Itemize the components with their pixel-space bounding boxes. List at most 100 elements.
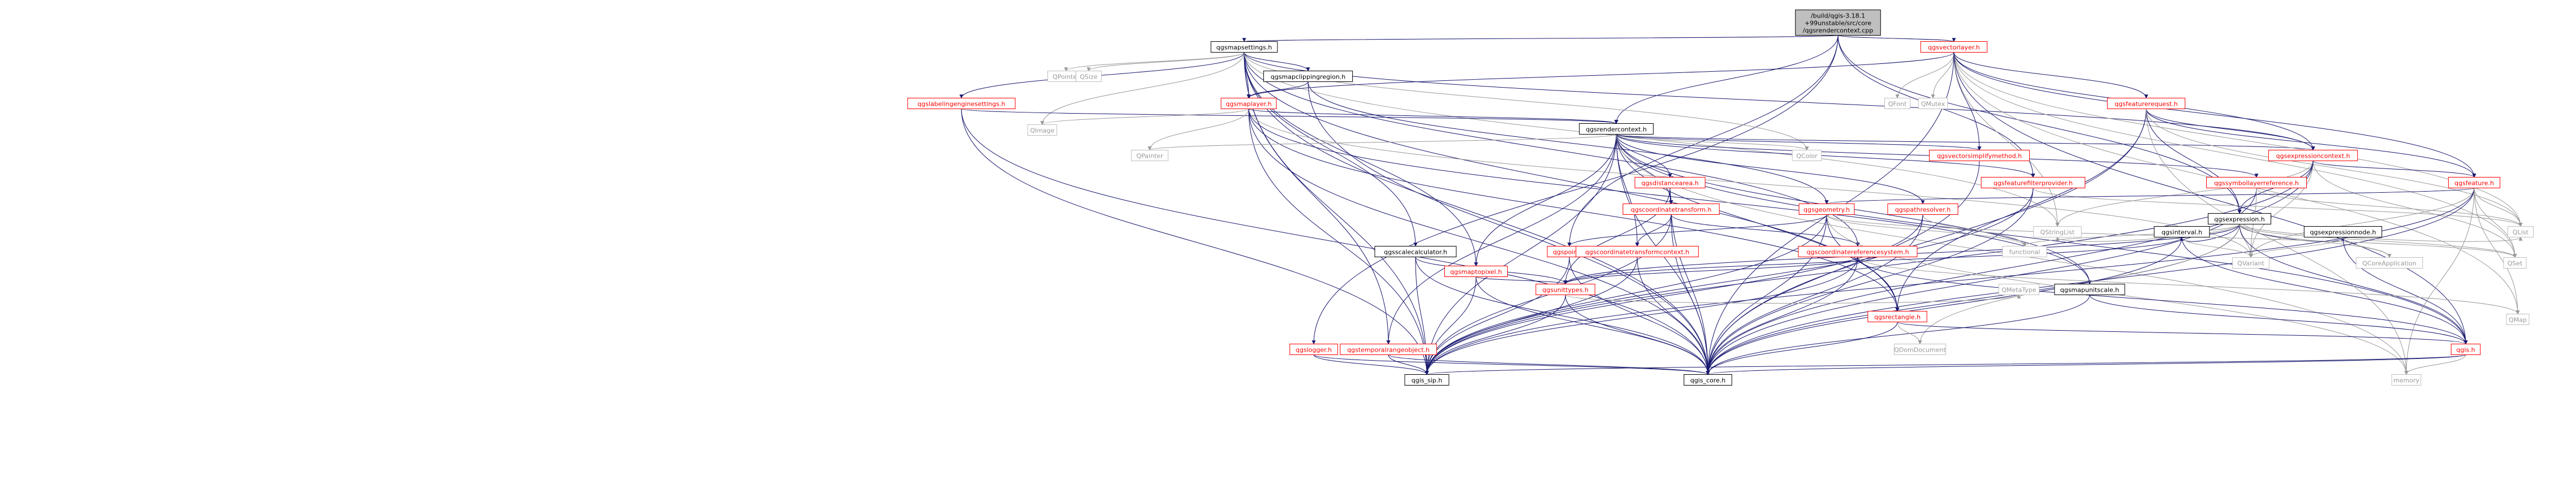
node-qgsmapsettings[interactable]: qgsmapsettings.h [1210, 41, 1278, 53]
node-layer: /build/qgis-3.18.1+99unstable/src/core/q… [907, 10, 2534, 386]
edge-qgslogger-to-qgis_sip [1313, 354, 1429, 375]
node-box [1404, 374, 1449, 386]
edge-qgsmaplayer-to-qgsmapunitscale [1248, 109, 2092, 285]
node-qgis_sip[interactable]: qgis_sip.h [1404, 374, 1449, 386]
node-qgscoordinatereferencesystem[interactable]: qgscoordinatereferencesystem.h [1798, 246, 1918, 257]
node-qgsunittypes[interactable]: qgsunittypes.h [1535, 284, 1595, 295]
edge-root-to-qgsrendercontext [1614, 35, 1839, 124]
edge-qgsmapunitscale-to-qgis [2089, 295, 2468, 345]
node-qgsexpression[interactable]: qgsexpression.h [2208, 213, 2271, 224]
node-qgsmapclippingregion[interactable]: qgsmapclippingregion.h [1263, 71, 1353, 82]
edge-qgscoordinatereferencesystem-to-qgis_core [1706, 257, 1858, 375]
node-box [1893, 344, 1947, 355]
edge-qgsrendercontext-to-qgsfeaturefilterprovider [1616, 134, 2035, 178]
edge-qgsmaplayer-to-qpainter [1147, 109, 1249, 151]
node-box [1579, 123, 1654, 135]
node-qgis[interactable]: qgis.h [2450, 344, 2481, 355]
edge-qgspathresolver-to-qgis_sip [1425, 214, 1923, 375]
node-label: qgscoordinatetransformcontext.h [1585, 249, 1689, 256]
node-label: qgslogger.h [1296, 347, 1332, 354]
node-label: qgsmapclippingregion.h [1271, 73, 1346, 81]
node-qvariant: QVariant [2232, 257, 2269, 269]
node-qgssymbollayerreference[interactable]: qgssymbollayerreference.h [2206, 177, 2307, 188]
node-label: qgscoordinatereferencesystem.h [1806, 249, 1909, 256]
node-label: memory [2393, 377, 2419, 384]
node-box [1289, 344, 1338, 355]
node-label: QMetaType [2001, 287, 2036, 294]
edge-qgsexpressioncontext-to-qstringlist [2055, 161, 2314, 227]
node-box [1535, 284, 1595, 295]
node-box [1374, 246, 1457, 257]
edge-qgsmapsettings-to-qgis_core [1244, 52, 1710, 375]
edge-qgscoordinatetransform-to-qgscoordinatetransformcontext [1635, 214, 1672, 247]
node-qgslogger[interactable]: qgslogger.h [1289, 344, 1338, 355]
node-qgsfeature[interactable]: qgsfeature.h [2448, 177, 2501, 188]
node-label: qgsmapunitscale.h [2060, 287, 2119, 294]
edge-qgsexpressioncontext-to-qgsfeature [2312, 161, 2476, 178]
edge-qgssymbollayerreference-to-qgis_core [1706, 188, 2257, 375]
node-qgsgeometry[interactable]: qgsgeometry.h [1798, 204, 1855, 215]
node-qgsexpressionnode[interactable]: qgsexpressionnode.h [2303, 226, 2383, 237]
node-qgsrectangle[interactable]: qgsrectangle.h [1867, 311, 1927, 322]
edge-qgsfeature-to-qlist [2474, 188, 2523, 227]
node-box [1798, 204, 1855, 215]
edge-qgsmapsettings-to-qpointer [1064, 52, 1245, 72]
node-label: qgsscalecalculator.h [1384, 249, 1447, 256]
edge-qgsmapclippingregion-to-qgsmaplayer [1246, 81, 1309, 99]
node-box [1131, 150, 1168, 161]
node-box [2154, 226, 2210, 237]
node-qgsmapunitscale[interactable]: qgsmapunitscale.h [2054, 284, 2125, 295]
node-qgsexpressioncontext[interactable]: qgsexpressioncontext.h [2268, 150, 2358, 161]
node-qgsvectorlayer[interactable]: qgsvectorlayer.h [1920, 41, 1988, 53]
edge-qgsgeometry-to-qgis_sip [1425, 214, 1827, 375]
node-box [2355, 257, 2423, 269]
node-qlist: QList [2508, 226, 2534, 237]
edge-qgsrendercontext-to-qpainter [1147, 134, 1617, 151]
edge-qgsfeaturefilterprovider-to-qgis_core [1706, 188, 2034, 375]
edge-qgscoordinatereferencesystem-to-qgis [1857, 257, 2468, 345]
node-label: QColor [1796, 153, 1818, 160]
node-qpointer: QPointer [1047, 71, 1085, 82]
node-box [1998, 284, 2040, 295]
node-qgsvectorsimplifymethod[interactable]: qgsvectorsimplifymethod.h [1929, 150, 2030, 161]
node-qgscoordinatetransform[interactable]: qgscoordinatetransform.h [1623, 204, 1720, 215]
node-qgis_core[interactable]: qgis_core.h [1684, 374, 1732, 386]
edge-qgsgeometry-to-qgspoint [1567, 214, 1827, 247]
node-label: QFont [1888, 101, 1907, 108]
node-qgsinterval[interactable]: qgsinterval.h [2154, 226, 2210, 237]
node-box [1444, 266, 1508, 277]
edge-qgsmaptopixel-to-qgsunittypes [1475, 276, 1568, 285]
node-root: /build/qgis-3.18.1+99unstable/src/core/q… [1795, 10, 1881, 36]
edge-qgsfeaturerequest-to-qgsexpression [2146, 109, 2242, 214]
edge-qgsfeature-to-qvariant [2249, 188, 2475, 258]
node-label: qgsmaptopixel.h [1450, 269, 1502, 276]
node-box [1634, 177, 1706, 188]
edge-qgsfeaturerequest-to-memory [2146, 109, 2409, 375]
node-qgsdistancearea[interactable]: qgsdistancearea.h [1634, 177, 1706, 188]
node-qmutex: QMutex [1918, 98, 1948, 109]
node-qgspathresolver[interactable]: qgspathresolver.h [1887, 204, 1958, 215]
node-qgsmaplayer[interactable]: qgsmaplayer.h [1220, 98, 1277, 109]
edge-qgslabelingenginesettings-to-qgis_core [961, 109, 1710, 375]
node-qgsfeaturerequest[interactable]: qgsfeaturerequest.h [2107, 98, 2186, 109]
edge-qgsrectangle-to-qgis [1897, 322, 2468, 345]
node-qcolor: QColor [1792, 150, 1822, 161]
edge-qgsfeature-to-qmap [2474, 188, 2520, 315]
node-label: QMutex [1921, 101, 1945, 108]
edge-qgsfeaturefilterprovider-to-qgis_sip [1425, 188, 2034, 375]
edge-qgis-to-qgis_sip [1425, 354, 2466, 375]
node-box [2208, 213, 2271, 224]
node-box [2033, 226, 2082, 237]
node-qgsmaptopixel[interactable]: qgsmaptopixel.h [1444, 266, 1508, 277]
edge-qgsfeaturefilterprovider-to-qlist [2033, 188, 2523, 227]
node-box [1027, 124, 1058, 136]
node-qgscoordinatetransformcontext[interactable]: qgscoordinatetransformcontext.h [1576, 246, 1699, 257]
node-qgsfeaturefilterprovider[interactable]: qgsfeaturefilterprovider.h [1980, 177, 2086, 188]
node-qgslabelingenginesettings[interactable]: qgslabelingenginesettings.h [907, 98, 1016, 109]
node-label: QCoreApplication [2362, 260, 2417, 267]
edge-qgsfeature-to-qset [2474, 188, 2517, 258]
node-qgsrendercontext[interactable]: qgsrendercontext.h [1579, 123, 1654, 135]
edge-qgsexpressioncontext-to-qgis_core [1706, 161, 2314, 375]
node-qgsscalecalculator[interactable]: qgsscalecalculator.h [1374, 246, 1457, 257]
node-qgstemporalrangeobject[interactable]: qgstemporalrangeobject.h [1340, 344, 1437, 355]
